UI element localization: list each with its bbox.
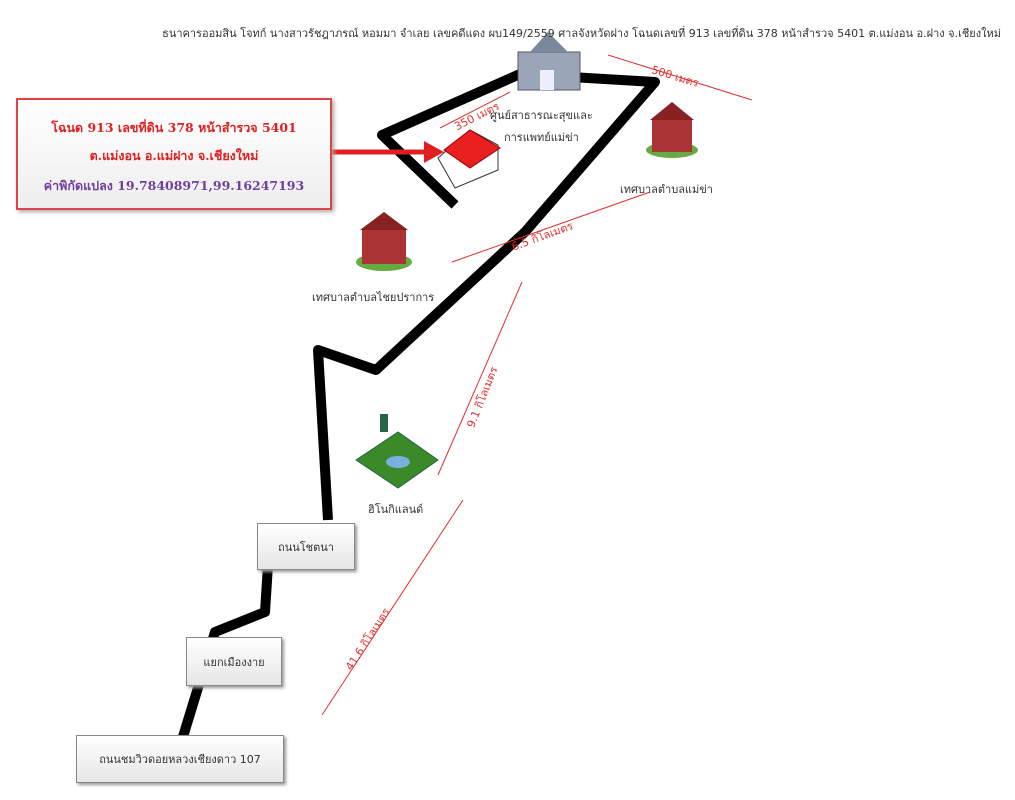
distance-lines: [321, 54, 753, 716]
barn-icon: [356, 212, 412, 271]
page-title: ธนาคารออมสิน โจทก์ นางสาวรัชฎาภรณ์ หอมมา…: [162, 27, 1001, 40]
road-muang-ngai: แยกเมืองงาย: [186, 637, 282, 686]
hospital-building-icon: [517, 32, 581, 91]
coordinates: ค่าพิกัดแปลง 19.78408971,99.16247193: [43, 178, 305, 193]
label-health-center: ศูนย์สาธารณะสุขและ การแพทย์แม่ข่า: [490, 109, 593, 144]
property-info-box: โฉนด 913 เลขที่ดิน 378 หน้าสำรวจ 5401 ต.…: [16, 98, 332, 210]
label-mae-kha: เทศบาลตำบลแม่ข่า: [620, 183, 713, 196]
route-line: [177, 564, 273, 742]
route-line: [313, 69, 660, 521]
arrow-icon: [315, 141, 444, 163]
deed-info: โฉนด 913 เลขที่ดิน 378 หน้าสำรวจ 5401: [51, 120, 297, 135]
road-chiang-dao: ถนนชมวิวดอยหลวงเชียงดาว 107: [76, 735, 284, 783]
house-icon: [437, 129, 501, 189]
road-chotana: ถนนโชตนา: [257, 523, 355, 570]
location-info: ต.แม่งอน อ.แม่ฝาง จ.เชียงใหม่: [89, 148, 259, 163]
barn-icon: [646, 102, 698, 158]
label-chai-prakan: เทศบาลตำบลไชยปราการ: [312, 291, 435, 304]
label-hinoki: ฮิโนกิแลนด์: [368, 503, 424, 516]
park-icon: [355, 414, 439, 489]
